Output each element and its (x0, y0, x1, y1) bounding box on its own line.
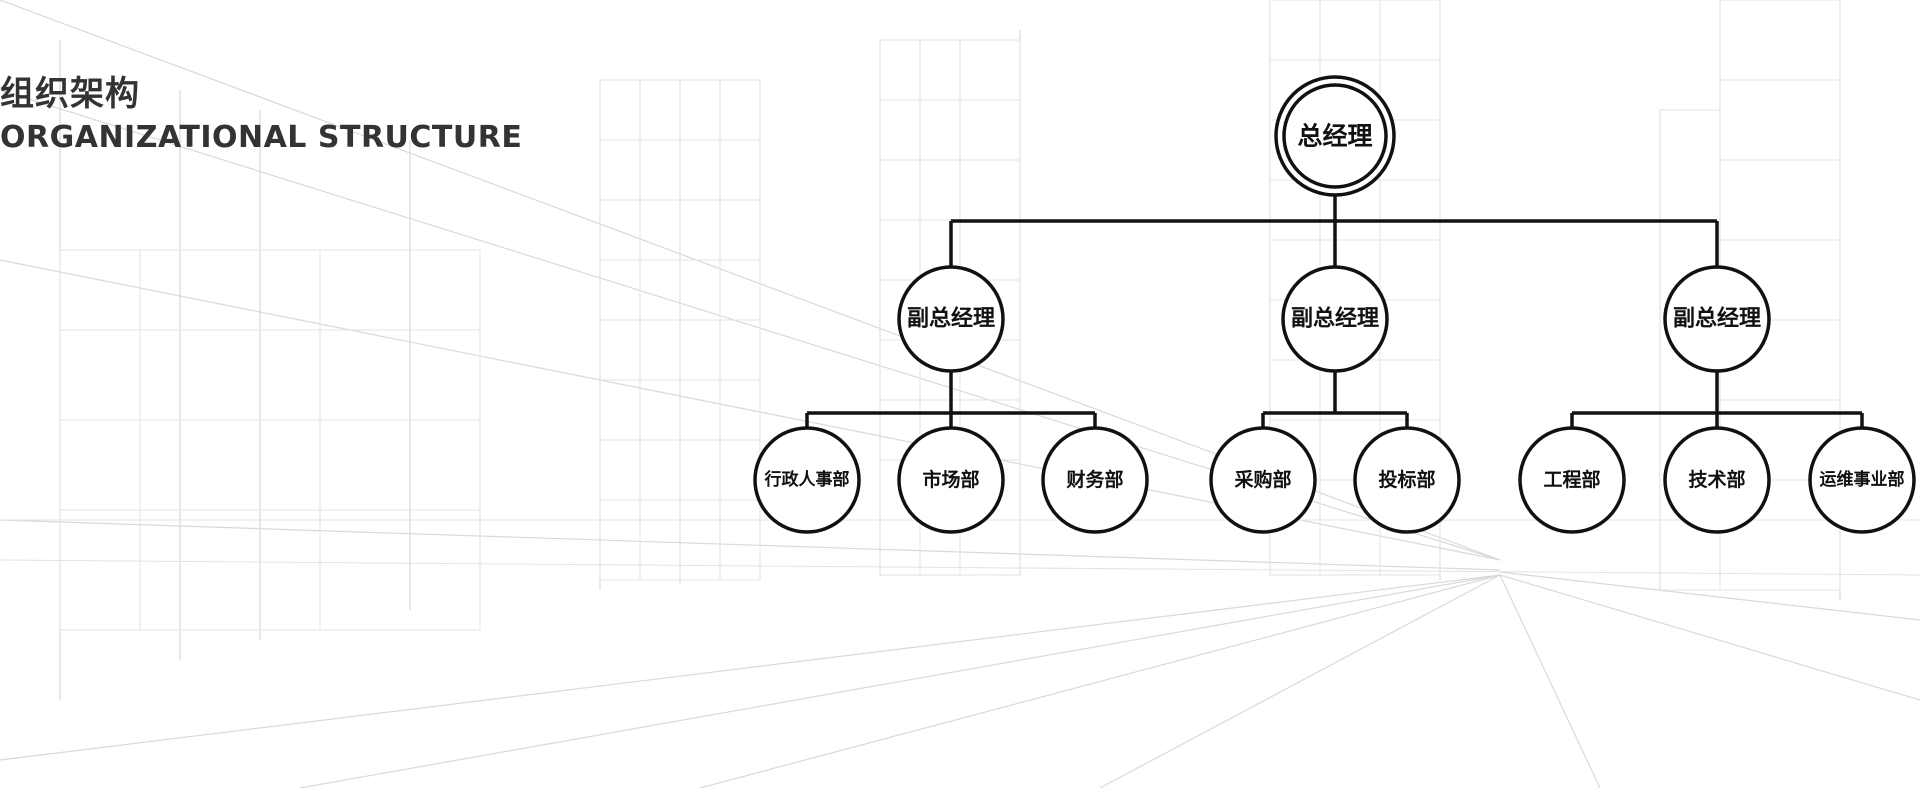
vice-manager-node-3: 副总经理 (1663, 265, 1771, 373)
department-node: 运维事业部 (1808, 426, 1916, 534)
general-manager-node-inner-ring (1282, 83, 1388, 189)
department-node-label: 财务部 (1066, 468, 1123, 491)
general-manager-node-label: 总经理 (1297, 122, 1372, 151)
department-node: 市场部 (897, 426, 1005, 534)
vice-manager-node-1-label: 副总经理 (907, 306, 995, 332)
department-node-ring (1041, 426, 1149, 534)
department-node-label: 市场部 (922, 468, 979, 491)
department-node: 行政人事部 (753, 426, 861, 534)
department-node-label: 运维事业部 (1820, 469, 1905, 490)
vice-manager-node-2: 副总经理 (1281, 265, 1389, 373)
vice-manager-node-1-ring (897, 265, 1005, 373)
org-chart-connectors (805, 195, 1864, 428)
department-node: 工程部 (1518, 426, 1626, 534)
page-heading: 组织架构 ORGANIZATIONAL STRUCTURE (0, 72, 522, 160)
department-node-ring (1353, 426, 1461, 534)
department-node-label: 技术部 (1688, 468, 1745, 491)
department-node: 采购部 (1209, 426, 1317, 534)
general-manager-node: 总经理 (1274, 75, 1396, 197)
vice-manager-node-1: 副总经理 (897, 265, 1005, 373)
department-node-ring (1808, 426, 1916, 534)
department-node-label: 采购部 (1234, 468, 1291, 491)
department-node-ring (1518, 426, 1626, 534)
department-node-label: 投标部 (1378, 468, 1435, 491)
vice-manager-node-3-label: 副总经理 (1673, 306, 1761, 332)
department-node-label: 行政人事部 (764, 469, 850, 490)
department-node: 投标部 (1353, 426, 1461, 534)
page-title: 组织架构 (0, 74, 140, 114)
vice-manager-node-3-ring (1663, 265, 1771, 373)
page-subtitle: ORGANIZATIONAL STRUCTURE (0, 120, 523, 155)
department-node-ring (1209, 426, 1317, 534)
department-node-ring (753, 426, 861, 534)
department-node-label: 工程部 (1543, 468, 1600, 491)
vice-manager-node-2-ring (1281, 265, 1389, 373)
department-node: 财务部 (1041, 426, 1149, 534)
vice-manager-node-2-label: 副总经理 (1291, 306, 1379, 332)
department-node-ring (897, 426, 1005, 534)
department-node-ring (1663, 426, 1771, 534)
department-node: 技术部 (1663, 426, 1771, 534)
